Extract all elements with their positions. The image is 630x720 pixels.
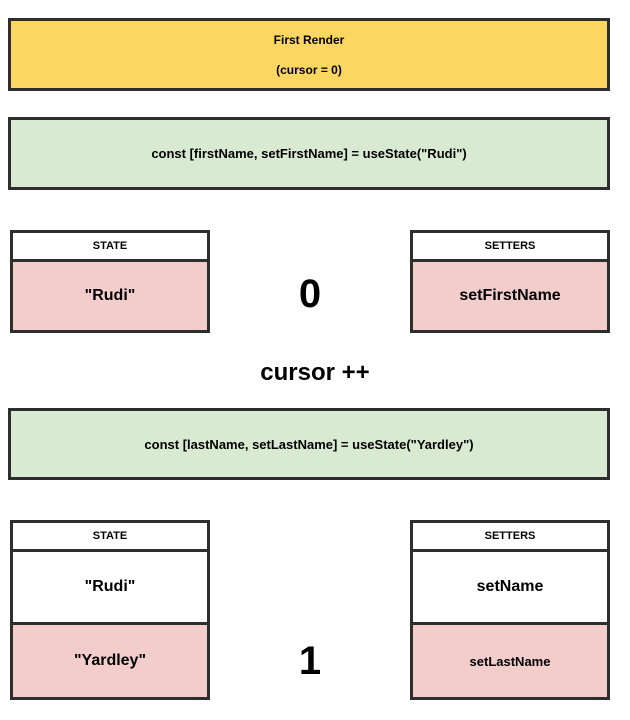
state-cell-yardley: "Yardley": [13, 625, 207, 697]
banner-title: First Render: [273, 32, 345, 47]
cursor-index-step2: 1: [298, 638, 322, 683]
state-table-header: STATE: [13, 233, 207, 262]
setters-table-header: SETTERS: [413, 233, 607, 262]
state-table-step1: STATE "Rudi": [10, 230, 210, 333]
cursor-index-step1: 0: [298, 272, 322, 316]
setter-cell-setfirstname: setFirstName: [413, 262, 607, 330]
state-cell-rudi: "Rudi": [13, 262, 207, 330]
code-line-firstname: const [firstName, setFirstName] = useSta…: [151, 146, 467, 161]
code-line-lastname: const [lastName, setLastName] = useState…: [144, 436, 474, 452]
state-table-step2: STATE "Rudi" "Yardley": [10, 520, 210, 700]
setters-table-step2: SETTERS setName setLastName: [410, 520, 610, 700]
setters-table-header: SETTERS: [413, 523, 607, 552]
first-render-banner: First Render (cursor = 0): [8, 18, 610, 91]
setter-cell-setlastname: setLastName: [413, 625, 607, 697]
code-box-lastname: const [lastName, setLastName] = useState…: [8, 408, 610, 480]
setters-table-step1: SETTERS setFirstName: [410, 230, 610, 333]
state-table-header: STATE: [13, 523, 207, 552]
banner-cursor-subtitle: (cursor = 0): [276, 62, 342, 77]
setter-cell-setname: setName: [413, 552, 607, 625]
cursor-increment-label: cursor ++: [260, 359, 370, 386]
state-cell-rudi: "Rudi": [13, 552, 207, 625]
code-box-firstname: const [firstName, setFirstName] = useSta…: [8, 117, 610, 190]
